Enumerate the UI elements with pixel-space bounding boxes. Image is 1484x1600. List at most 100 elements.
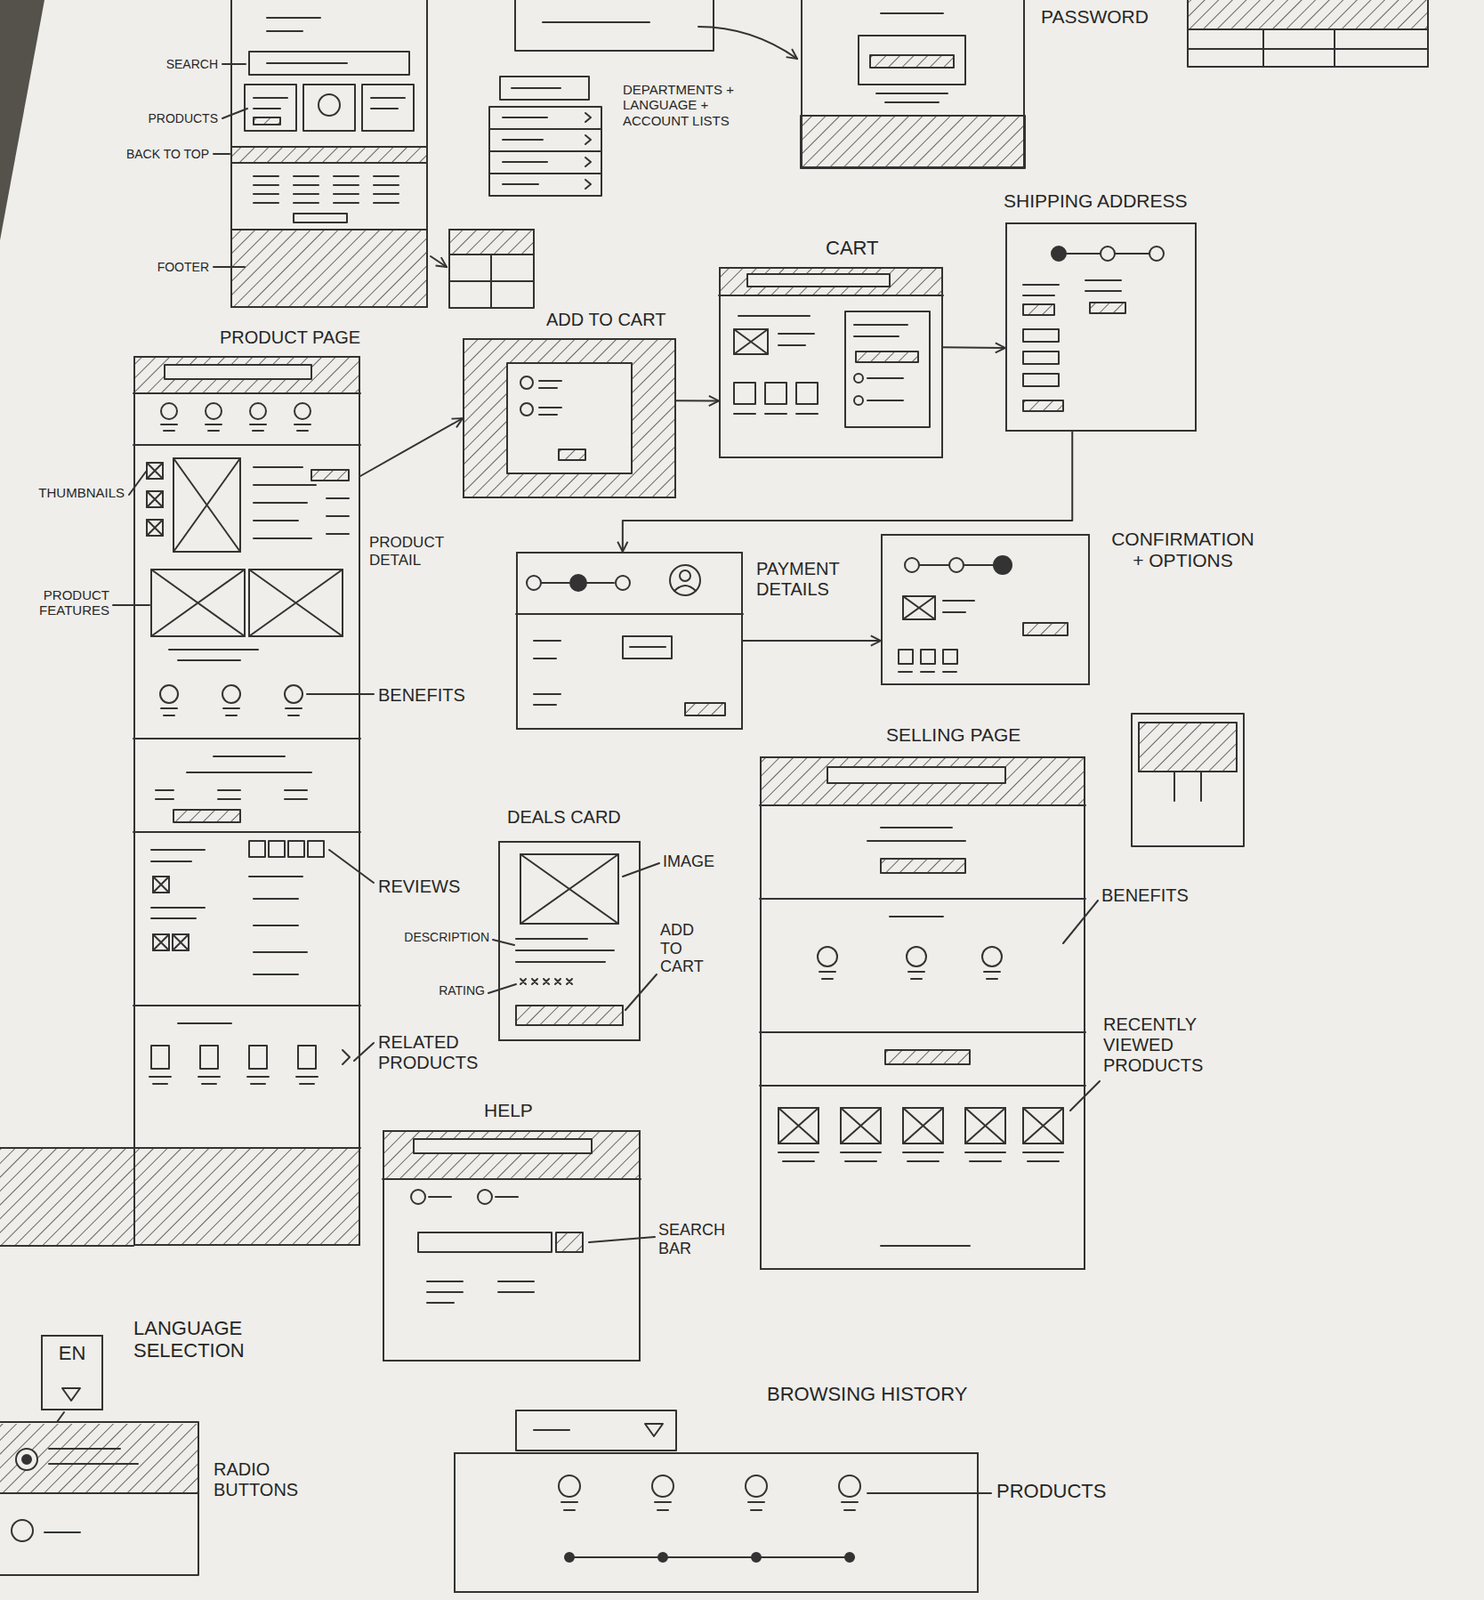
product-page-sketch: [288, 840, 305, 857]
screen-title: SHIPPING ADDRESS: [1003, 190, 1188, 212]
product-page-sketch: [173, 458, 241, 552]
wireframe-modal: ADD TO CART: [462, 338, 677, 499]
menu-wireframe: [489, 106, 602, 196]
callout-label: ADD TO CART: [660, 920, 710, 976]
confirmation-sketch: [903, 596, 936, 620]
add-to-cart-sketch: [507, 362, 632, 474]
product-page-sketch: [205, 424, 222, 431]
language-dropdown-sketch: [0, 1387, 199, 1575]
selling-page-sketch: [840, 1107, 881, 1162]
deals-card-sketch: [520, 978, 573, 984]
cart-sketch: [845, 311, 930, 428]
callout-label: SEARCH: [133, 56, 218, 72]
wireframe-screen: PASSWORD: [800, 0, 1025, 169]
homepage-wireframe: [253, 176, 399, 203]
callout-label: PRODUCTS: [996, 1479, 1139, 1502]
browsing-history-sketch: [652, 1475, 674, 1497]
payment-sketch: [629, 645, 666, 648]
cart-sketch: [733, 329, 768, 355]
panel-wireframe: [1131, 713, 1244, 847]
deals-card-sketch: [488, 854, 660, 1025]
add-to-cart-sketch: [539, 407, 562, 415]
product-page-sketch: [253, 467, 316, 539]
wireframe-card: DEALS CARD: [498, 840, 641, 1041]
payment-sketch: [679, 570, 691, 581]
product-page-sketch: [133, 392, 361, 395]
header-wireframe: [542, 21, 650, 24]
product-page-sketch: [296, 1076, 318, 1084]
screen-title: CONFIRMATION + OPTIONS: [1104, 528, 1261, 572]
product-page-sketch: [307, 840, 324, 857]
callout-label: SEARCH BAR: [658, 1220, 739, 1258]
screen-title: PAYMENT DETAILS: [756, 558, 872, 600]
flow-arrow: [742, 639, 881, 642]
help-sketch: [411, 1189, 426, 1204]
product-page-sketch: [205, 403, 222, 420]
callout-label: RATING: [391, 983, 485, 998]
product-page-sketch: [112, 471, 374, 1061]
language-dropdown-sketch: [11, 1519, 33, 1541]
product-page-sketch: [151, 1045, 170, 1069]
product-page-sketch: [146, 491, 163, 508]
help-sketch: [556, 1232, 583, 1252]
header-wireframe: [515, 0, 714, 51]
selling-page-sketch: [880, 1244, 970, 1247]
wireframe-screen: SELLING PAGE: [759, 756, 1086, 1270]
product-page-sketch: [153, 876, 170, 893]
shipping-sketch: [1114, 252, 1150, 255]
wireframe-screen: PAYMENT DETAILS: [516, 551, 743, 730]
shipping-sketch: [1051, 246, 1066, 261]
confirmation-sketch: [943, 649, 958, 664]
confirmation-sketch: [904, 557, 920, 573]
product-page-sketch: [151, 849, 205, 862]
cart-sketch: [854, 373, 863, 383]
selling-page-sketch: [817, 946, 838, 967]
callout-label: FOOTER: [115, 259, 210, 275]
browsing-history-sketch: [516, 1410, 677, 1451]
product-page-sketch: [133, 830, 361, 833]
cart-sketch: [855, 351, 919, 363]
product-page-sketch: [146, 519, 163, 536]
login-wireframe: [800, 13, 1025, 169]
payment-sketch: [526, 575, 541, 590]
browsing-history-sketch: [558, 1475, 581, 1497]
screen-title: BROWSING HISTORY: [766, 1382, 968, 1405]
selling-page-sketch: [759, 1084, 1086, 1087]
cart-sketch: [854, 324, 908, 337]
cart-sketch: [718, 295, 944, 316]
shipping-sketch: [1023, 280, 1122, 296]
callout-label: DEPARTMENTS + LANGUAGE + ACCOUNT LISTS: [622, 81, 757, 129]
product-page-sketch: [172, 934, 189, 951]
product-page-sketch: [133, 1004, 361, 1007]
shipping-sketch: [1023, 351, 1059, 364]
menu-wireframe: [502, 117, 548, 185]
menu-wireframe: [585, 112, 591, 189]
product-page-sketch: [285, 708, 302, 716]
homepage-wireframe: [231, 146, 428, 163]
screen-title: ADD TO CART: [546, 309, 666, 331]
payment-sketch: [516, 612, 743, 615]
product-page-sketch: [161, 708, 178, 716]
selling-page-sketch: [1023, 1107, 1064, 1162]
language-button: EN: [40, 1334, 104, 1411]
flow-arrow: [943, 346, 1006, 349]
add-to-cart-sketch: [462, 338, 677, 499]
table-wireframe: [1187, 0, 1428, 67]
confirmation-sketch: [949, 557, 964, 573]
wireframe-screen: SHIPPING ADDRESS: [1005, 222, 1197, 432]
browsing-history-sketch: [516, 1410, 992, 1562]
homepage-wireframe: [231, 0, 428, 307]
deals-card-sketch: [488, 862, 660, 1010]
product-page-sketch: [151, 569, 245, 637]
selling-page-sketch: [908, 971, 925, 979]
browsing-history-sketch: [745, 1475, 767, 1497]
product-page-sketch: [249, 876, 307, 975]
flow-arrow: [676, 399, 719, 402]
selling-page-sketch: [819, 971, 836, 979]
browsing-history-sketch: [867, 1492, 992, 1494]
help-sketch: [382, 1129, 641, 1179]
cart-sketch: [854, 395, 863, 405]
browsing-history-sketch: [841, 1501, 858, 1510]
cart-sketch: [733, 382, 756, 404]
product-page-sketch: [222, 685, 241, 703]
